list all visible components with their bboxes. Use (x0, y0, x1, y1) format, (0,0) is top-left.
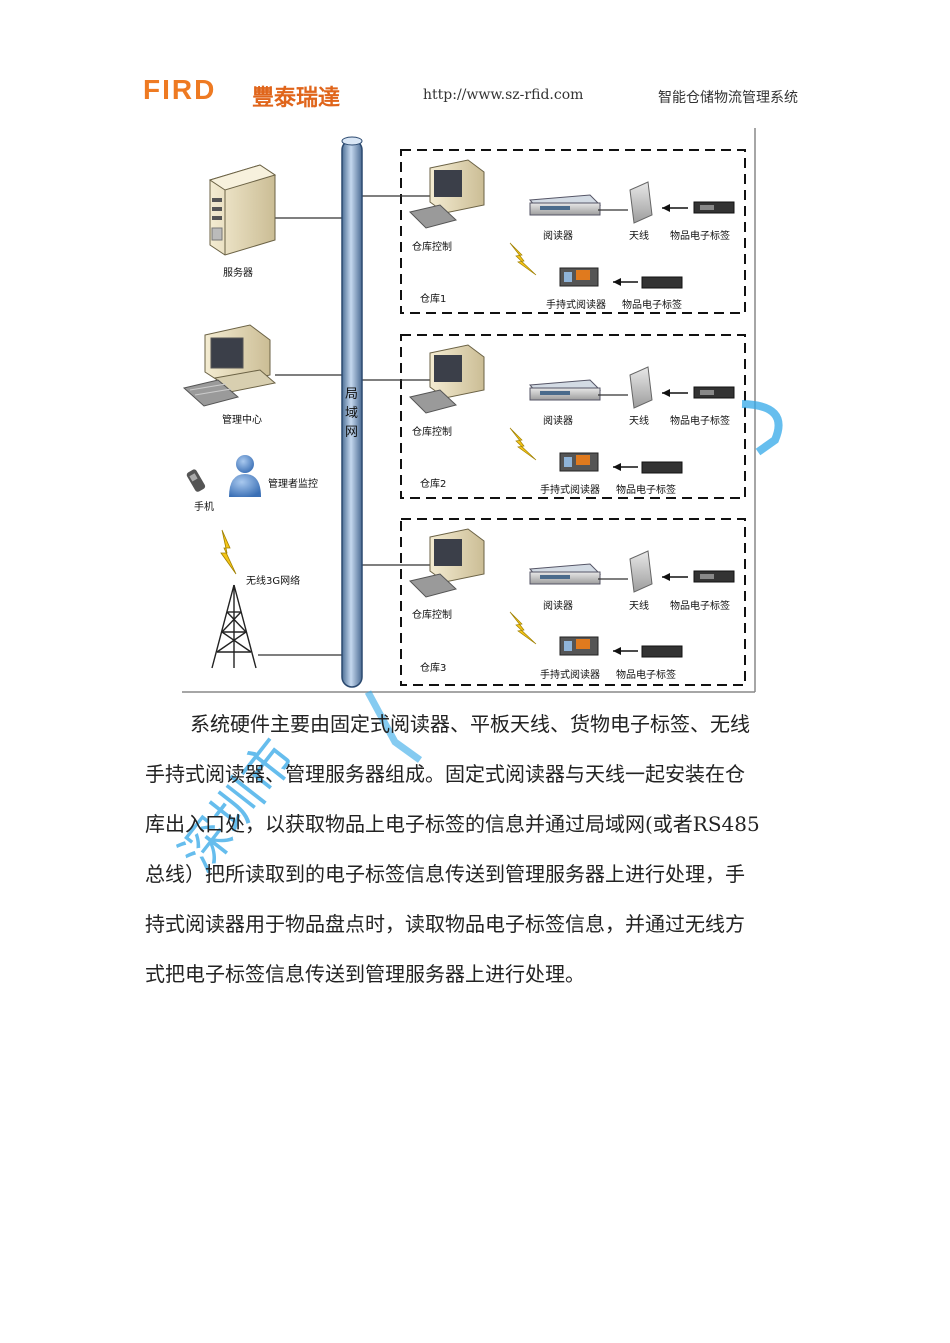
antenna-label: 天线 (629, 231, 649, 242)
handheld-reader-label: 手持式阅读器 (546, 300, 606, 311)
warehouse-control-label: 仓库控制 (412, 242, 452, 253)
body-paragraph: 系统硬件主要由固定式阅读器、平板天线、货物电子标签、无线 手持式阅读器、管理服务… (145, 699, 825, 999)
header-url[interactable]: http://www.sz-rfid.com (423, 87, 584, 103)
warehouse-3-box (400, 518, 746, 686)
wireless-bolt-icon (509, 242, 537, 276)
warehouse-1-box (400, 149, 746, 314)
warehouse-name-label: 仓库1 (420, 294, 447, 305)
antenna-panel-icon (629, 181, 653, 224)
rfid-tag-icon (641, 645, 683, 658)
warehouse-control-label: 仓库控制 (412, 427, 452, 438)
rfid-tag-icon (641, 276, 683, 289)
wireless-bolt-icon (509, 611, 537, 645)
warehouse-3-devices (409, 528, 735, 658)
reader-label: 阅读器 (543, 601, 573, 612)
reader-icon (529, 563, 602, 585)
company-name: 豐泰瑞達 (252, 86, 341, 111)
radio-tower-icon (211, 584, 257, 669)
wireless-network-label: 无线3G网络 (246, 576, 301, 587)
antenna-label: 天线 (629, 601, 649, 612)
server-label: 服务器 (223, 268, 253, 279)
tag-label: 物品电子标签 (670, 601, 730, 612)
tag-label: 物品电子标签 (670, 231, 730, 242)
network-diagram (182, 128, 756, 693)
control-pc-icon (409, 159, 485, 229)
lan-label-3: 网 (345, 425, 359, 440)
warehouse-1-devices (409, 159, 735, 289)
handheld-reader-label: 手持式阅读器 (540, 670, 600, 681)
handheld-tag-label: 物品电子标签 (622, 300, 682, 311)
handheld-reader-icon (559, 452, 599, 472)
wireless-bolt-icon (220, 529, 237, 575)
warehouse-name-label: 仓库3 (420, 663, 447, 674)
control-pc-icon (409, 344, 485, 414)
paragraph-line: 手持式阅读器、管理服务器组成。固定式阅读器与天线一起安装在仓 (145, 762, 745, 786)
reader-icon (529, 194, 602, 216)
management-pc-icon (182, 324, 277, 407)
handheld-reader-label: 手持式阅读器 (540, 485, 600, 496)
header-title: 智能仓储物流管理系统 (658, 90, 798, 106)
warehouse-2-box (400, 334, 746, 499)
phone-icon (186, 469, 206, 492)
antenna-label: 天线 (629, 416, 649, 427)
wireless-bolt-icon (509, 427, 537, 461)
management-center-label: 管理中心 (222, 415, 262, 426)
warehouse-name-label: 仓库2 (420, 479, 447, 490)
warehouse-2-devices (409, 344, 735, 474)
paragraph-line: 库出入口处，以获取物品上电子标签的信息并通过局域网(或者RS485 (145, 812, 760, 836)
paragraph-line: 持式阅读器用于物品盘点时，读取物品电子标签信息，并通过无线方 (145, 912, 745, 936)
paragraph-line: 系统硬件主要由固定式阅读器、平板天线、货物电子标签、无线 (190, 712, 750, 736)
reader-label: 阅读器 (543, 231, 573, 242)
lan-label-1: 局 (345, 387, 359, 402)
handheld-reader-icon (559, 636, 599, 656)
reader-icon (529, 379, 602, 401)
tag-label: 物品电子标签 (670, 416, 730, 427)
paragraph-line: 式把电子标签信息传送到管理服务器上进行处理。 (145, 962, 585, 986)
supervisor-icon (229, 455, 261, 497)
server-icon (208, 164, 277, 256)
warehouse-control-label: 仓库控制 (412, 610, 452, 621)
rfid-tag-icon (641, 461, 683, 474)
lan-label-2: 域 (345, 406, 359, 421)
antenna-panel-icon (629, 366, 653, 409)
paragraph-line: 总线）把所读取到的电子标签信息传送到管理服务器上进行处理，手 (145, 862, 745, 886)
control-pc-icon (409, 528, 485, 598)
handheld-reader-icon (559, 267, 599, 287)
antenna-panel-icon (629, 550, 653, 593)
phone-label: 手机 (194, 502, 214, 513)
handheld-tag-label: 物品电子标签 (616, 485, 676, 496)
reader-label: 阅读器 (543, 416, 573, 427)
supervisor-label: 管理者监控 (268, 479, 318, 490)
handheld-tag-label: 物品电子标签 (616, 670, 676, 681)
company-logo: FIRD (143, 74, 217, 105)
